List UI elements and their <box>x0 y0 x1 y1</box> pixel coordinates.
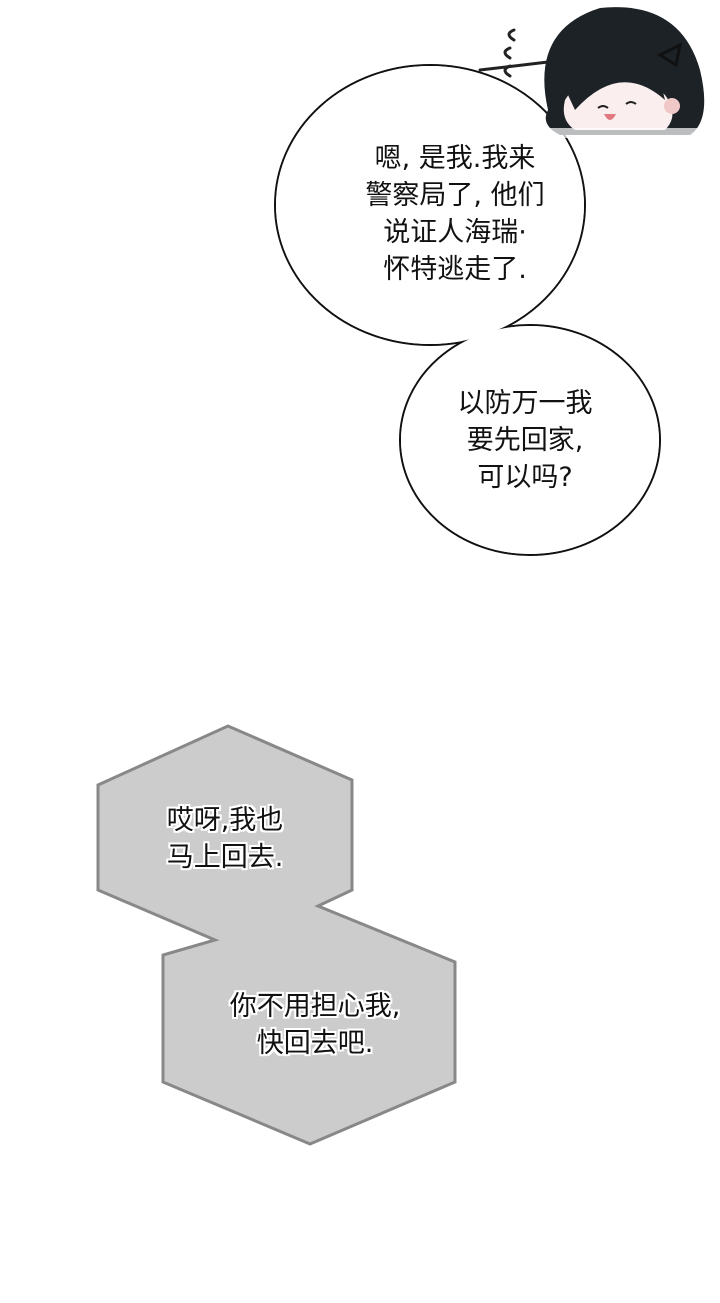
hex-bubble-1-text: 哎呀,我也马上回去. <box>130 802 320 876</box>
text-line: 嗯, 是我.我来 <box>374 143 536 174</box>
text-line: 马上回去. <box>166 842 284 873</box>
text-line: 你不用担心我, <box>229 991 401 1022</box>
speech-bubble-1-text: 嗯, 是我.我来警察局了, 他们说证人海瑞· 怀特逃走了. <box>345 140 565 288</box>
text-line: 快回去吧. <box>256 1028 374 1059</box>
speech-bubble-2-text: 以防万一我要先回家, 可以吗? <box>410 385 640 496</box>
hex-bubble-2-text: 你不用担心我, 快回去吧. <box>195 988 435 1062</box>
text-line: 可以吗? <box>477 462 573 493</box>
text-line: 哎呀,我也 <box>166 805 284 836</box>
text-line: 警察局了, 他们 <box>365 180 545 211</box>
hex-bubbles <box>96 724 457 1146</box>
text-line: 要先回家, <box>466 425 584 456</box>
text-line: 说证人海瑞· <box>383 217 527 248</box>
text-line: 怀特逃走了. <box>383 254 527 285</box>
text-line: 以防万一我 <box>457 388 593 419</box>
